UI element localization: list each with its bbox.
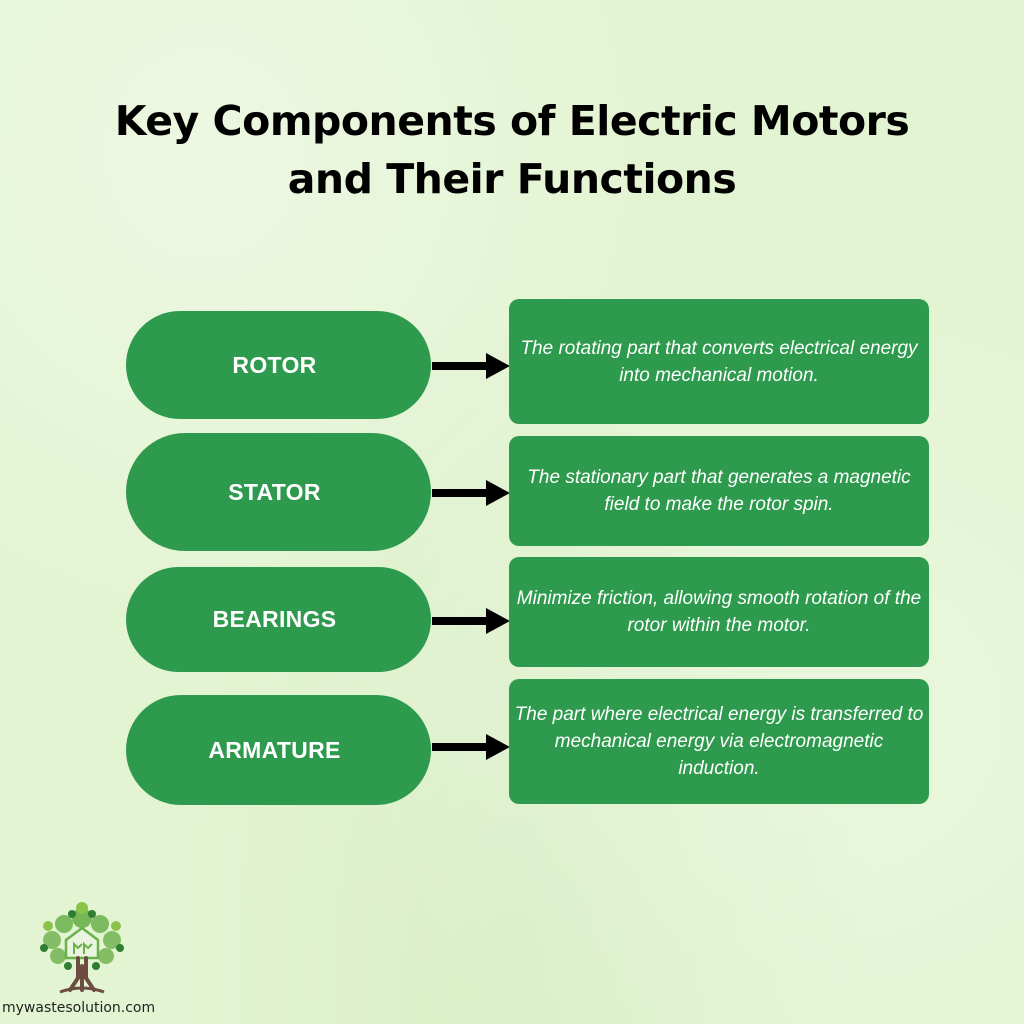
component-label-armature: ARMATURE — [126, 695, 431, 805]
title-line-1: Key Components of Electric Motors — [114, 97, 910, 145]
arrow-right-icon — [432, 608, 510, 634]
component-description-rotor: The rotating part that converts electric… — [509, 299, 929, 424]
page-title: Key Components of Electric Motors and Th… — [0, 92, 1024, 208]
tree-logo-icon — [40, 902, 124, 994]
component-description-bearings: Minimize friction, allowing smooth rotat… — [509, 557, 929, 667]
component-label-rotor: ROTOR — [126, 311, 431, 419]
component-label-stator: STATOR — [126, 433, 431, 551]
title-line-2: and Their Functions — [287, 155, 737, 203]
component-label-bearings: BEARINGS — [126, 567, 431, 672]
arrow-right-icon — [432, 734, 510, 760]
brand-website: mywastesolution.com — [2, 1000, 156, 1016]
component-description-armature: The part where electrical energy is tran… — [509, 679, 929, 804]
arrow-right-icon — [432, 353, 510, 379]
arrow-right-icon — [432, 480, 510, 506]
component-description-stator: The stationary part that generates a mag… — [509, 436, 929, 546]
